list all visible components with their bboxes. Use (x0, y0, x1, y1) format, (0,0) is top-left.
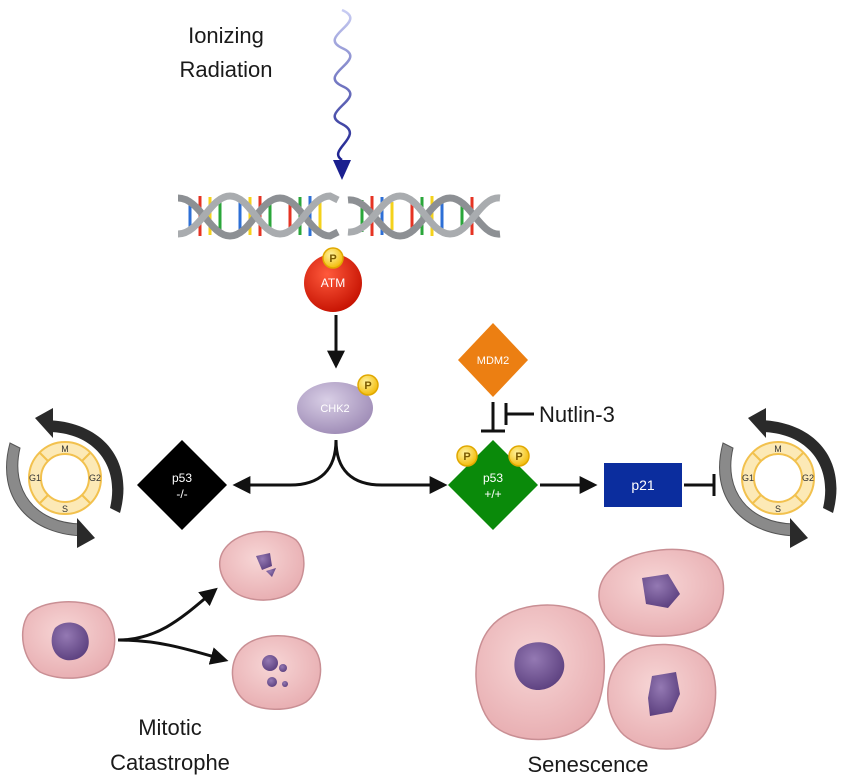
cell-cycle-left-icon: M G2 S G1 (6, 408, 124, 548)
p53-phospho-right-label: P (515, 451, 522, 463)
daughter-cell-bottom-icon (231, 635, 322, 710)
parent-cell-icon (21, 601, 116, 679)
chk2-phospho-label: P (364, 380, 371, 392)
chk2-phospho-badge: P (357, 374, 379, 396)
p53-phospho-badge-left: P (456, 445, 478, 467)
nutlin-3-label: Nutlin-3 (539, 402, 615, 427)
phase-s-left: S (62, 504, 68, 514)
chk2-label: CHK2 (320, 403, 349, 415)
senescent-cell-top-icon (598, 548, 725, 637)
phase-g1-right: G1 (742, 473, 754, 483)
p53-null-node: p53 -/- (137, 440, 227, 530)
p53-null-genotype: -/- (176, 487, 187, 501)
phase-g1-left: G1 (29, 473, 41, 483)
stimulus-label-line1: Ionizing (188, 23, 264, 48)
chk2-node: CHK2 (297, 382, 373, 434)
inhibition-nutlin-to-mdm2 (504, 403, 534, 425)
arrow-parent-to-daughter-top (117, 587, 218, 642)
arrow-chk2-to-p53-null (232, 439, 338, 494)
inhibition-mdm2-to-p53 (481, 402, 505, 433)
atm-phospho-label: P (329, 253, 336, 265)
senescent-cell-bottom-icon (607, 643, 717, 750)
arrow-parent-to-daughter-bottom (117, 638, 229, 665)
outcome-left-line2: Catastrophe (110, 750, 230, 775)
dna-segment-left (177, 192, 340, 240)
inhibition-p21-to-cell-cycle (684, 474, 716, 496)
outcome-left-line1: Mitotic (138, 715, 202, 740)
p53-wt-label: p53 (483, 471, 503, 485)
p53-null-label: p53 (172, 471, 192, 485)
phase-g2-left: G2 (89, 473, 101, 483)
mdm2-label: MDM2 (477, 355, 509, 367)
dna-segment-right (347, 192, 501, 240)
p21-node: p21 (604, 463, 682, 507)
radiation-wave-icon (333, 8, 352, 180)
mdm2-node: MDM2 (458, 323, 528, 397)
phase-m-right: M (774, 444, 782, 454)
dna-double-helix-icon (177, 192, 501, 240)
stimulus-label-line2: Radiation (180, 57, 273, 82)
arrow-chk2-to-p53-wt (334, 439, 448, 494)
p53-phospho-badge-right: P (508, 445, 530, 467)
atm-label: ATM (321, 276, 345, 290)
atm-phospho-badge: P (322, 247, 344, 269)
cell-cycle-right-icon: M G2 S G1 (719, 408, 837, 548)
phase-g2-right: G2 (802, 473, 814, 483)
outcome-right-label: Senescence (527, 752, 648, 777)
p53-phospho-left-label: P (463, 451, 470, 463)
phase-s-right: S (775, 504, 781, 514)
phase-m-left: M (61, 444, 69, 454)
daughter-cell-top-icon (219, 530, 305, 601)
p53-wt-genotype: +/+ (484, 487, 501, 501)
atm-node: ATM (304, 254, 362, 312)
p21-label: p21 (631, 477, 655, 493)
senescent-cell-left-icon (475, 604, 606, 741)
